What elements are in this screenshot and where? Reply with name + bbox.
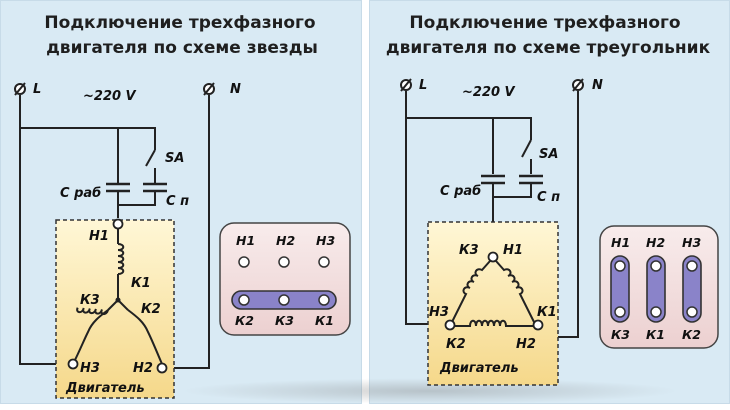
voltage-label: ~220 V [462,85,516,100]
switch-label: SA [165,151,184,166]
block-bottom-2: К1 [646,327,665,342]
star-diagram: Подключение трехфазного двигателя по схе… [14,13,351,399]
label-K1: К1 [537,305,557,320]
label-H1: Н1 [89,229,109,244]
block-bottom-2: К3 [275,313,294,328]
terminal-H3-K2 [444,319,456,331]
label-H3: Н3 [429,305,449,320]
terminal-N-icon [572,78,584,92]
cap-start-label: С п [537,190,560,205]
delta-winding-right-icon [495,260,535,323]
switch-sa-icon [521,139,532,158]
delta-title-line2: двигателя по схеме треугольник [386,38,711,58]
block-top-3: Н3 [316,233,335,248]
star-title-line1: Подключение трехфазного [44,13,315,33]
label-N: N [230,82,241,97]
label-L: L [419,78,427,93]
wire-top-bus [20,127,156,150]
block-bottom-3: К1 [315,313,334,328]
terminal-L-icon [400,78,412,92]
delta-jumper-1 [610,255,630,323]
delta-jumper-3 [682,255,702,323]
motor-label: Двигатель [439,361,519,376]
switch-sa-icon [145,149,156,167]
block-top-3: Н3 [682,235,701,250]
block-top-2: Н2 [276,233,295,248]
winding-2-icon [127,309,163,365]
block-top-2: Н2 [646,235,665,250]
label-H2: Н2 [516,337,536,352]
voltage-label: ~220 V [83,89,137,104]
label-K3: К3 [80,293,100,308]
label-H3: Н3 [80,361,100,376]
block-bottom-3: К2 [682,327,701,342]
cap-run-label: С раб [440,184,481,199]
cap-run-label: С раб [60,186,101,201]
terminal-H2 [156,362,168,374]
label-K1: К1 [131,276,151,291]
label-H1: Н1 [503,243,523,258]
terminal-N-icon [203,82,215,96]
terminal-H1 [112,218,124,230]
switch-label: SA [539,147,558,162]
terminal-H1-K3 [487,251,499,263]
star-title-line2: двигателя по схеме звезды [46,38,318,58]
block-top-1: Н1 [611,235,630,250]
delta-diagram: Подключение трехфазного двигателя по схе… [386,13,719,386]
motor-label: Двигатель [65,381,145,396]
wire-L [19,95,68,365]
winding-1-icon [117,243,125,275]
delta-winding-left-icon [451,260,491,323]
block-bottom-1: К2 [235,313,254,328]
label-K3: К3 [459,243,479,258]
delta-title-line1: Подключение трехфазного [409,13,680,33]
cap-start-label: С п [166,194,189,209]
motor-box [427,221,559,386]
label-K2: К2 [141,302,161,317]
wire-top-bus [406,117,532,140]
winding-3-icon [76,307,109,316]
wire-N [160,95,210,369]
label-L: L [33,82,41,97]
delta-winding-bottom-icon [452,319,538,327]
terminal-K1-H2 [532,319,544,331]
terminal-L-icon [14,82,26,96]
delta-jumper-2 [646,255,666,323]
block-top-1: Н1 [236,233,255,248]
block-bottom-1: К3 [611,327,630,342]
panel-divider [362,0,369,410]
label-H2: Н2 [133,361,153,376]
label-N: N [592,78,603,93]
label-K2: К2 [446,337,466,352]
terminal-H3 [67,358,79,370]
